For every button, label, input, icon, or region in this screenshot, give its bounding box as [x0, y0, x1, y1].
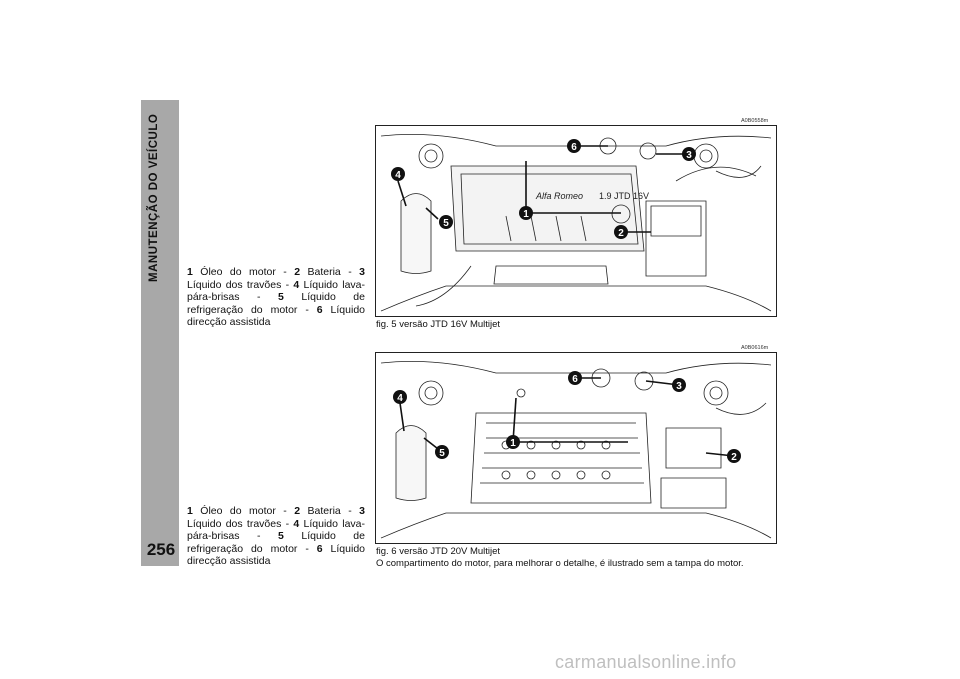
svg-text:3: 3: [676, 381, 682, 392]
callout-6: 6: [567, 139, 581, 153]
legend-num: 3: [359, 266, 365, 278]
legend-caption-2: 1 Óleo do motor - 2 Bateria - 3 Líquido …: [187, 505, 365, 568]
legend-num: 4: [293, 517, 300, 530]
legend-num: 2: [294, 266, 301, 278]
svg-text:4: 4: [397, 393, 403, 404]
svg-text:2: 2: [618, 228, 624, 239]
figure-caption-1: fig. 5 versão JTD 16V Multijet: [376, 319, 501, 330]
callout-2: 2: [727, 449, 741, 463]
brand-label: Alfa Romeo: [535, 191, 583, 201]
callout-3: 3: [682, 147, 696, 161]
callout-1: 1: [506, 435, 520, 449]
page-number: 256: [146, 540, 176, 559]
svg-text:6: 6: [572, 374, 578, 385]
legend-text: Líquido dos travões -: [187, 517, 294, 530]
legend-caption-1: 1 Óleo do motor - 2 Bateria - 3 Líquido …: [187, 266, 365, 329]
legend-num: 3: [359, 505, 365, 517]
figure-caption-note: O compartimento do motor, para melhorar …: [376, 557, 744, 569]
callout-6: 6: [568, 371, 582, 385]
engine-drawing: Alfa Romeo 1.9 JTD 16V 1 2 3 4 5 6: [380, 133, 772, 312]
figure-code: A0B0558m: [741, 118, 769, 124]
figure-code: A0B0616m: [741, 345, 769, 351]
legend-text: Líquido direcção assistida: [187, 303, 365, 329]
section-title: MANUTENÇÃO DO VEÍCULO: [148, 113, 160, 282]
legend-num: 1: [187, 505, 193, 517]
engine-figure-1: Alfa Romeo 1.9 JTD 16V 1 2 3 4 5 6: [375, 125, 777, 317]
legend-num: 5: [278, 530, 284, 542]
sidebar-band: [141, 100, 179, 566]
legend-num: 6: [316, 303, 323, 316]
legend-num: 1: [187, 266, 193, 278]
legend-text: Líquido de refrigeração do motor -: [187, 530, 365, 555]
svg-text:6: 6: [571, 142, 577, 153]
callout-5: 5: [435, 445, 449, 459]
legend-text: Líquido dos travões -: [187, 278, 294, 291]
legend-text: Bateria -: [307, 505, 360, 517]
legend-text: Bateria -: [307, 266, 360, 278]
legend-text: Líquido direcção assistida: [187, 542, 365, 568]
legend-text: Óleo do motor -: [200, 266, 295, 278]
legend-num: 4: [293, 278, 300, 291]
legend-text: Óleo do motor -: [200, 505, 295, 517]
callout-3: 3: [672, 378, 686, 392]
callout-1: 1: [519, 206, 533, 220]
legend-text: Líquido lava-pára-brisas -: [187, 517, 366, 543]
callout-4: 4: [393, 390, 407, 404]
svg-text:5: 5: [439, 448, 445, 459]
watermark: carmanualsonline.info: [555, 652, 737, 672]
svg-text:5: 5: [443, 218, 449, 229]
callout-5: 5: [439, 215, 453, 229]
engine-drawing: 1 2 3 4 5 6: [380, 360, 772, 539]
legend-num: 5: [278, 291, 284, 303]
figure-caption-2: fig. 6 versão JTD 20V Multijet O compart…: [376, 546, 744, 569]
legend-num: 2: [294, 505, 301, 517]
svg-text:2: 2: [731, 452, 737, 463]
legend-num: 6: [316, 542, 323, 555]
engine-figure-2: 1 2 3 4 5 6: [375, 352, 777, 544]
callout-2: 2: [614, 225, 628, 239]
legend-text: Líquido de refrigeração do motor -: [187, 291, 365, 316]
figure-caption-title: fig. 6 versão JTD 20V Multijet: [376, 546, 501, 557]
legend-text: Líquido lava-pára-brisas -: [187, 278, 366, 304]
svg-text:4: 4: [395, 170, 401, 181]
svg-text:1: 1: [523, 209, 529, 220]
svg-text:3: 3: [686, 150, 692, 161]
callout-4: 4: [391, 167, 405, 181]
svg-text:1: 1: [510, 438, 516, 449]
engine-label: 1.9 JTD 16V: [599, 191, 649, 201]
